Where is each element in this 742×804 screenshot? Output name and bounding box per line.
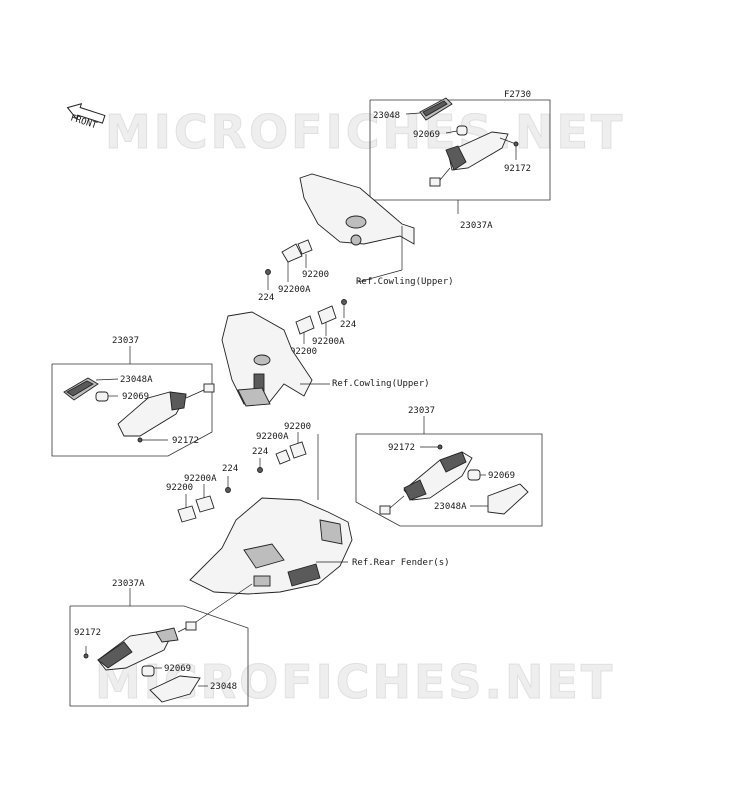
front-arrow-icon	[66, 102, 106, 124]
bolt-224-rear-left	[225, 487, 231, 493]
mid-fasteners: 224 92200A 92200	[290, 299, 356, 357]
label-23037-left: 23037	[112, 336, 139, 346]
label-92069-left: 92069	[122, 392, 149, 402]
label-92172-left: 92172	[172, 436, 199, 446]
watermark-bottom: MICROFICHES.NET	[95, 655, 615, 709]
nut-92200A-rear	[275, 449, 291, 465]
label-224-upper: 224	[258, 293, 274, 303]
front-right-signal-group: 23037A 23048 92069 92172	[369, 97, 551, 231]
connector-right	[379, 505, 391, 515]
bolt-224-upper	[265, 269, 271, 275]
rear-right-box	[355, 433, 543, 527]
rear-left-signal-group: 23037A 92172 92069 23048	[69, 579, 253, 707]
rear-right-signal-group: 23037 92172 92069 23048A	[355, 406, 543, 527]
nut-92200-mid	[295, 315, 315, 335]
lens-23048A-right	[487, 483, 529, 515]
label-92200A-upper: 92200A	[278, 285, 311, 295]
figure-code: F2730	[504, 90, 531, 100]
bolt-224-rear-top	[257, 467, 263, 473]
connector-bottom	[185, 621, 197, 631]
front-right-box	[369, 99, 551, 201]
bulb-92069-right	[467, 469, 481, 481]
label-92200-upper: 92200	[302, 270, 329, 280]
front-left-box	[51, 363, 213, 457]
rear-left-box	[69, 605, 249, 707]
watermark-top: MICROFICHES.NET	[105, 105, 625, 159]
front-left-signal-group: 23037 23048A 92069 92172	[51, 336, 215, 457]
bolt-224-mid	[341, 299, 347, 305]
lens-23048-bottom	[149, 675, 201, 703]
ref-rear-fender: Ref.Rear Fender(s)	[352, 558, 450, 568]
nut-92200A-rear-left	[195, 495, 215, 513]
label-23048A-right: 23048A	[434, 502, 467, 512]
label-92069-top: 92069	[413, 130, 440, 140]
label-224-rear-top: 224	[252, 447, 268, 457]
label-92069-right: 92069	[488, 471, 515, 481]
label-92200A-rear-top: 92200A	[256, 432, 289, 442]
nut-92200A-mid	[317, 305, 337, 325]
label-92172-top: 92172	[504, 164, 531, 174]
bulb-92069-bottom	[141, 665, 155, 677]
ref-cowling-upper-b: Ref.Cowling(Upper)	[332, 379, 430, 389]
label-23048A-left: 23048A	[120, 375, 153, 385]
rear-fasteners: 92200 92200A 224 224 92200A 92200	[166, 422, 311, 523]
label-92200-mid: 92200	[290, 347, 317, 357]
label-224-rear-left: 224	[222, 464, 238, 474]
nut-92200-rear-left	[177, 505, 197, 523]
label-92172-bottom: 92172	[74, 628, 101, 638]
label-23048-top: 23048	[373, 111, 400, 121]
nut-92200A-upper	[281, 243, 303, 263]
label-224-mid: 224	[340, 320, 356, 330]
label-92200A-rear-left: 92200A	[184, 474, 217, 484]
upper-cowling-bracket: Ref.Cowling(Upper)	[299, 173, 454, 287]
connector-left	[203, 383, 215, 393]
label-92200A-mid: 92200A	[312, 337, 345, 347]
label-92200-rear-left: 92200	[166, 483, 193, 493]
left-cowling-bracket: Ref.Cowling(Upper)	[221, 311, 430, 407]
rear-fender: Ref.Rear Fender(s)	[189, 434, 450, 595]
ref-cowling-upper-a: Ref.Cowling(Upper)	[356, 277, 454, 287]
label-92069-bottom: 92069	[164, 664, 191, 674]
label-92200-rear-top: 92200	[284, 422, 311, 432]
bulb-92069-left	[95, 391, 109, 402]
label-23037A-top: 23037A	[460, 221, 493, 231]
connector-top	[429, 177, 441, 187]
label-92172-right: 92172	[388, 443, 415, 453]
label-23037-right: 23037	[408, 406, 435, 416]
upper-fasteners: 92200 92200A 224	[258, 239, 329, 303]
nut-92200-rear	[289, 441, 307, 459]
bulb-92069-top	[456, 125, 468, 136]
label-23048-bottom: 23048	[210, 682, 237, 692]
label-23037A-bottom: 23037A	[112, 579, 145, 589]
